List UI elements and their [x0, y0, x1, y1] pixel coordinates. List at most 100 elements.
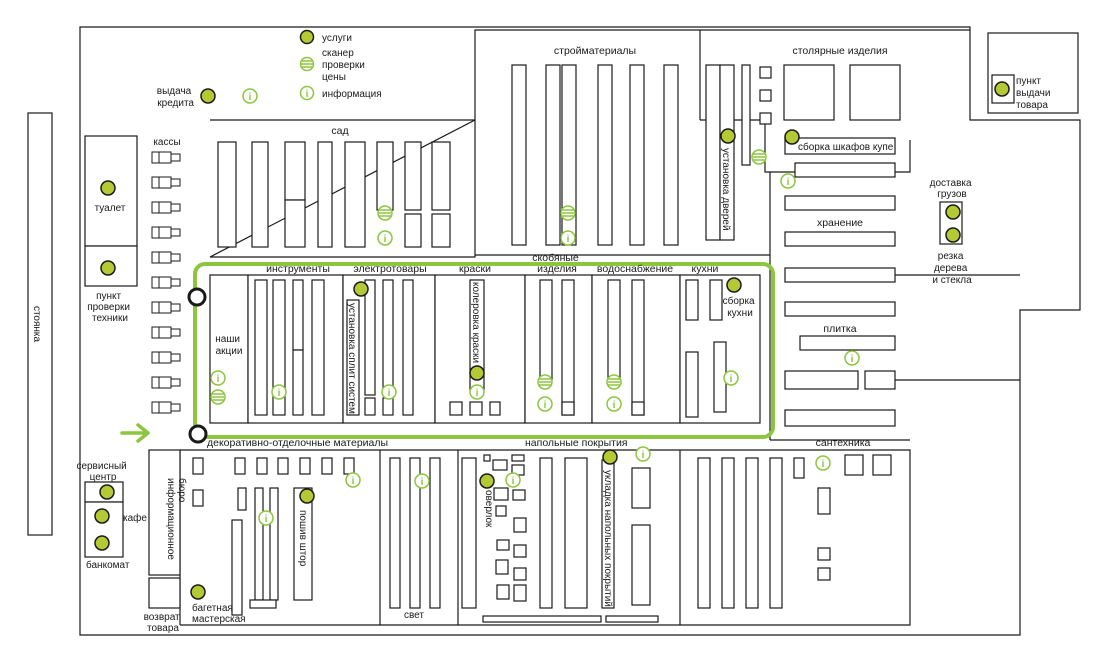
- overlock-label: оверлок: [483, 490, 494, 528]
- info-icon: i: [345, 472, 361, 488]
- waypoint-icon: [187, 287, 207, 307]
- cashier-desks: [151, 151, 181, 414]
- legend: услуги сканер проверки цены i информация: [299, 29, 382, 101]
- section-tools: инструменты: [266, 263, 330, 275]
- info-icon: i: [780, 173, 796, 189]
- section-paints: краски: [459, 263, 491, 275]
- green-dot-icon: [479, 473, 495, 489]
- info-bureau: [148, 449, 181, 576]
- green-dot-icon: [99, 484, 115, 500]
- green-dot-icon: [190, 584, 206, 600]
- building-outline: [79, 26, 1081, 636]
- cashier-desk: [151, 276, 181, 289]
- svg-text:i: i: [787, 177, 790, 188]
- cutting-label: резка дерева и стекла: [932, 251, 972, 286]
- cashier-desk: [151, 151, 181, 164]
- green-dot-icon: [100, 180, 116, 196]
- arrow-right-icon: [120, 423, 150, 443]
- svg-text:i: i: [730, 374, 733, 385]
- info-icon: i: [299, 85, 315, 101]
- door-install-label: установка дверей: [720, 148, 731, 231]
- info-icon: i: [469, 384, 485, 400]
- svg-text:i: i: [384, 234, 387, 245]
- return-box: [148, 577, 181, 609]
- green-dot-icon: [299, 488, 315, 504]
- framing-label: багетная мастерская: [192, 602, 246, 625]
- section-decor: декоративно-отделочные материалы: [207, 437, 388, 449]
- section-water: водоснабжение: [597, 263, 673, 275]
- info-icon: i: [560, 230, 576, 246]
- split-install-label: установка сплит систем: [346, 303, 357, 414]
- green-dot-icon: [784, 129, 800, 145]
- bottom-shelves: [192, 454, 892, 623]
- striped-circle-icon: [537, 374, 553, 390]
- info-icon: i: [537, 396, 553, 412]
- wardrobe-box: [784, 137, 896, 155]
- info-icon: i: [414, 473, 430, 489]
- green-dot-icon: [94, 535, 110, 551]
- info-icon: i: [505, 472, 521, 488]
- green-dot-icon: [945, 204, 961, 220]
- striped-circle-icon: [299, 56, 315, 72]
- green-dot-icon: [94, 508, 110, 524]
- green-dot-icon: [945, 227, 961, 243]
- green-dot-icon: [100, 260, 116, 276]
- svg-text:i: i: [421, 477, 424, 488]
- center-blocks: [247, 274, 761, 424]
- cashier-desk: [151, 401, 181, 414]
- green-dot-icon: [469, 365, 485, 381]
- section-electrical: электротовары: [353, 263, 426, 275]
- svg-text:i: i: [217, 374, 220, 385]
- striped-circle-icon: [377, 205, 393, 221]
- svg-text:i: i: [822, 459, 825, 470]
- section-kitchens: кухни: [692, 263, 719, 275]
- info-icon: i: [635, 446, 651, 462]
- svg-text:i: i: [851, 354, 854, 365]
- waypoint-icon: [188, 424, 208, 444]
- svg-text:i: i: [306, 89, 309, 100]
- info-icon: i: [242, 88, 258, 104]
- striped-circle-icon: [751, 149, 767, 165]
- carpentry-items: [705, 64, 901, 241]
- wardrobe-label: сборка шкафов купе: [798, 141, 894, 153]
- building-shelves: [511, 64, 679, 246]
- legend-scanner: сканер проверки цены: [322, 48, 368, 83]
- info-icon: i: [844, 350, 860, 366]
- storage-shelves: [784, 162, 896, 427]
- cashier-desk: [151, 201, 181, 214]
- toilet-label: туалет: [95, 203, 126, 214]
- green-dot-icon: [602, 449, 618, 465]
- cashiers-label: кассы: [153, 137, 180, 148]
- info-icon: i: [377, 230, 393, 246]
- svg-text:i: i: [249, 92, 252, 103]
- promo-label: наши акции: [215, 334, 242, 357]
- info-icon: i: [723, 370, 739, 386]
- tech-room: [84, 245, 138, 287]
- info-bureau-label: информационное бюро: [165, 478, 188, 563]
- cashier-desk: [151, 251, 181, 264]
- section-plumbing: сантехника: [816, 437, 871, 449]
- section-building: стройматериалы: [554, 45, 636, 57]
- svg-text:i: i: [544, 400, 547, 411]
- svg-text:i: i: [352, 476, 355, 487]
- info-icon: i: [210, 370, 226, 386]
- parking-strip: [27, 112, 53, 536]
- parking-label: стоянка: [31, 306, 42, 343]
- green-dot-icon: [299, 29, 315, 45]
- cashier-desk: [151, 301, 181, 314]
- section-hardware: скобяные изделия: [532, 252, 581, 275]
- center-shelves: [254, 279, 727, 418]
- service-center-label: сервисный центр: [76, 461, 129, 483]
- floor-lay-label: укладка напольных покрытий: [602, 470, 613, 607]
- svg-text:i: i: [512, 476, 515, 487]
- delivery-label: доставка грузов: [930, 178, 975, 200]
- kitchen-assembly-label: сборка кухни: [723, 295, 758, 319]
- info-icon: i: [381, 384, 397, 400]
- striped-circle-icon: [606, 374, 622, 390]
- tinting-label: колеровка краски: [470, 282, 481, 363]
- main-aisle-loop: [193, 262, 775, 439]
- svg-text:i: i: [278, 388, 281, 399]
- cashier-desk: [151, 226, 181, 239]
